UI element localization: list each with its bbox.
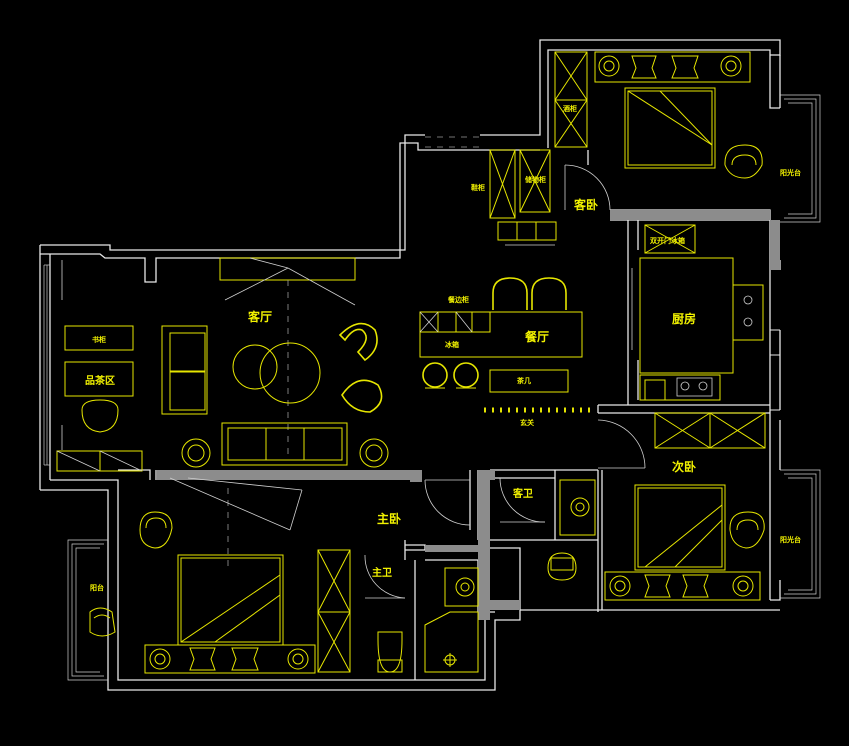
label-second-bedroom: 次卧 <box>672 459 696 474</box>
label-side-cabinet: 书柜 <box>92 335 106 344</box>
label-shoe-cabinet: 鞋柜 <box>471 183 485 192</box>
label-guest-bath: 客卫 <box>512 487 533 500</box>
living-room-furniture <box>161 257 389 468</box>
label-dining-room: 餐厅 <box>525 329 549 344</box>
dining-furniture <box>419 277 595 413</box>
label-master-bedroom: 主卧 <box>377 511 401 526</box>
label-storage-cabinet: 储物柜 <box>524 175 546 184</box>
label-master-bath: 主卫 <box>372 566 392 579</box>
upper-cabinets <box>489 149 557 246</box>
label-balcony-left: 阳台 <box>90 583 104 592</box>
label-wine-cabinet: 酒柜 <box>563 104 577 113</box>
balcony-bottom-right <box>780 469 821 599</box>
label-tea-table: 茶几 <box>516 376 531 385</box>
master-bath-fixtures <box>364 554 479 673</box>
kitchen-furniture <box>631 224 764 401</box>
tea-area-furniture <box>56 260 143 472</box>
balcony-top-right <box>780 94 821 223</box>
label-porch: 玄关 <box>520 418 534 427</box>
guest-bedroom-door <box>564 164 611 211</box>
furniture-labels: 书柜 酒柜 鞋柜 储物柜 冰箱 餐边柜 双开门冰箱 茶几 <box>92 104 685 385</box>
label-living-room: 客厅 <box>247 309 272 324</box>
label-tea-area: 品茶区 <box>85 374 115 387</box>
window-left <box>43 264 50 466</box>
balcony-left <box>67 539 108 681</box>
window-openings <box>425 136 480 148</box>
outer-walls <box>39 39 781 691</box>
solid-walls <box>157 210 780 620</box>
label-balcony-right-top: 阳光台 <box>780 168 801 177</box>
label-dining-sideboard: 餐边柜 <box>447 295 469 304</box>
master-bedroom-furniture <box>89 477 471 674</box>
room-labels: 客厅 餐厅 厨房 客卧 次卧 主卧 主卫 客卫 品茶区 阳光台 阳光台 阳台 玄… <box>85 168 801 592</box>
label-balcony-right-bottom: 阳光台 <box>780 535 801 544</box>
second-bedroom-furniture <box>597 412 766 601</box>
label-kitchen: 厨房 <box>672 311 696 326</box>
label-fridge: 冰箱 <box>445 340 459 349</box>
label-fridge-cabinet: 双开门冰箱 <box>650 236 685 245</box>
guest-bath-fixtures <box>499 477 596 581</box>
label-guest-bedroom: 客卧 <box>573 197 598 212</box>
guest-bedroom-furniture <box>554 51 763 179</box>
